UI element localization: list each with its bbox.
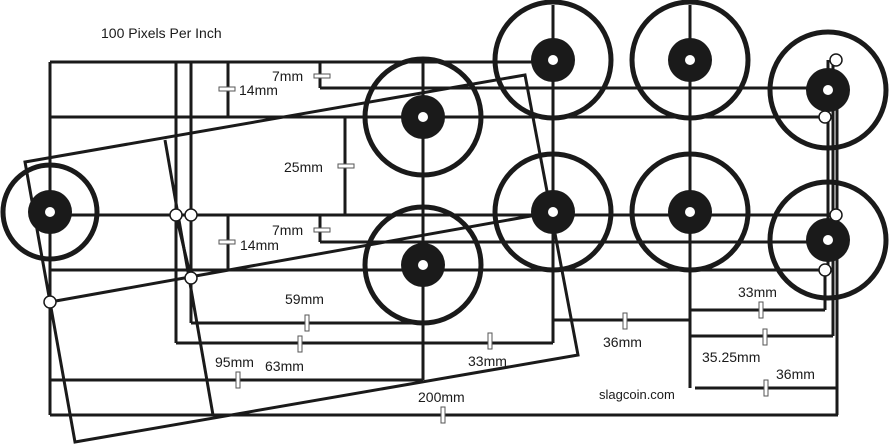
label-36mm-right: 36mm: [776, 366, 815, 382]
button-5: [362, 204, 484, 326]
button-7: [629, 151, 751, 273]
label-top-7mm: 7mm: [272, 68, 303, 84]
dimension-ticks: [218, 73, 769, 424]
button-3: [629, 0, 751, 121]
joystick: [0, 162, 100, 262]
label-95mm: 95mm: [215, 354, 254, 370]
label-200mm: 200mm: [418, 389, 465, 405]
label-bottom-14mm: 14mm: [240, 237, 279, 253]
label-bottom-7mm: 7mm: [272, 222, 303, 238]
pivot-nodes: [43, 53, 843, 309]
label-59mm: 59mm: [285, 291, 324, 307]
label-25mm: 25mm: [284, 159, 323, 175]
credit-text: slagcoin.com: [599, 387, 675, 402]
button-6: [492, 151, 614, 273]
label-63mm: 63mm: [265, 358, 304, 374]
guide-lines: [23, 5, 839, 444]
scale-title: 100 Pixels Per Inch: [101, 25, 222, 41]
button-4: [767, 29, 889, 151]
button-1: [362, 56, 484, 178]
button-8: [767, 179, 889, 301]
label-35-25mm: 35.25mm: [702, 349, 760, 365]
button-2: [492, 0, 614, 121]
label-36mm-mid: 36mm: [603, 334, 642, 350]
label-33mm-right: 33mm: [738, 284, 777, 300]
label-33mm-left: 33mm: [468, 353, 507, 369]
label-top-14mm: 14mm: [239, 82, 278, 98]
